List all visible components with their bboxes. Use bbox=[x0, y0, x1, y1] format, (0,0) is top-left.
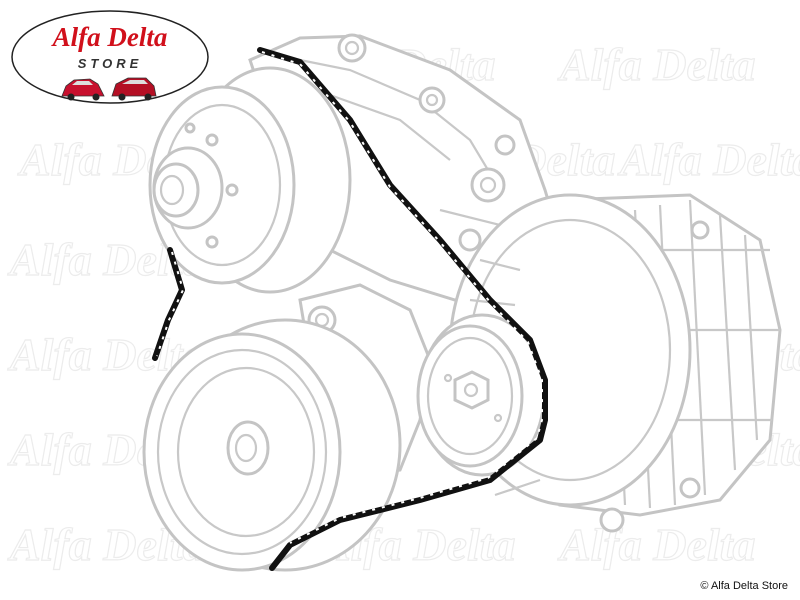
water-pump-pulley bbox=[148, 66, 352, 294]
car-illustration-right bbox=[111, 77, 157, 101]
logo-oval bbox=[11, 10, 209, 104]
watermark-text: Alfa Delta bbox=[557, 39, 755, 90]
watermark-text: Alfa Delta bbox=[617, 134, 800, 185]
car-illustration-left bbox=[61, 78, 105, 101]
logo-title: Alfa Delta bbox=[51, 22, 168, 52]
store-logo: Alfa Delta STORE bbox=[11, 10, 209, 104]
crankshaft-pulley bbox=[142, 318, 402, 572]
watermark-text: Alfa Delta bbox=[557, 519, 755, 570]
drive-belt bbox=[152, 47, 548, 571]
logo-subtitle: STORE bbox=[78, 56, 143, 71]
alternator-pulley bbox=[416, 313, 546, 477]
copyright-text: © Alfa Delta Store bbox=[700, 580, 788, 592]
